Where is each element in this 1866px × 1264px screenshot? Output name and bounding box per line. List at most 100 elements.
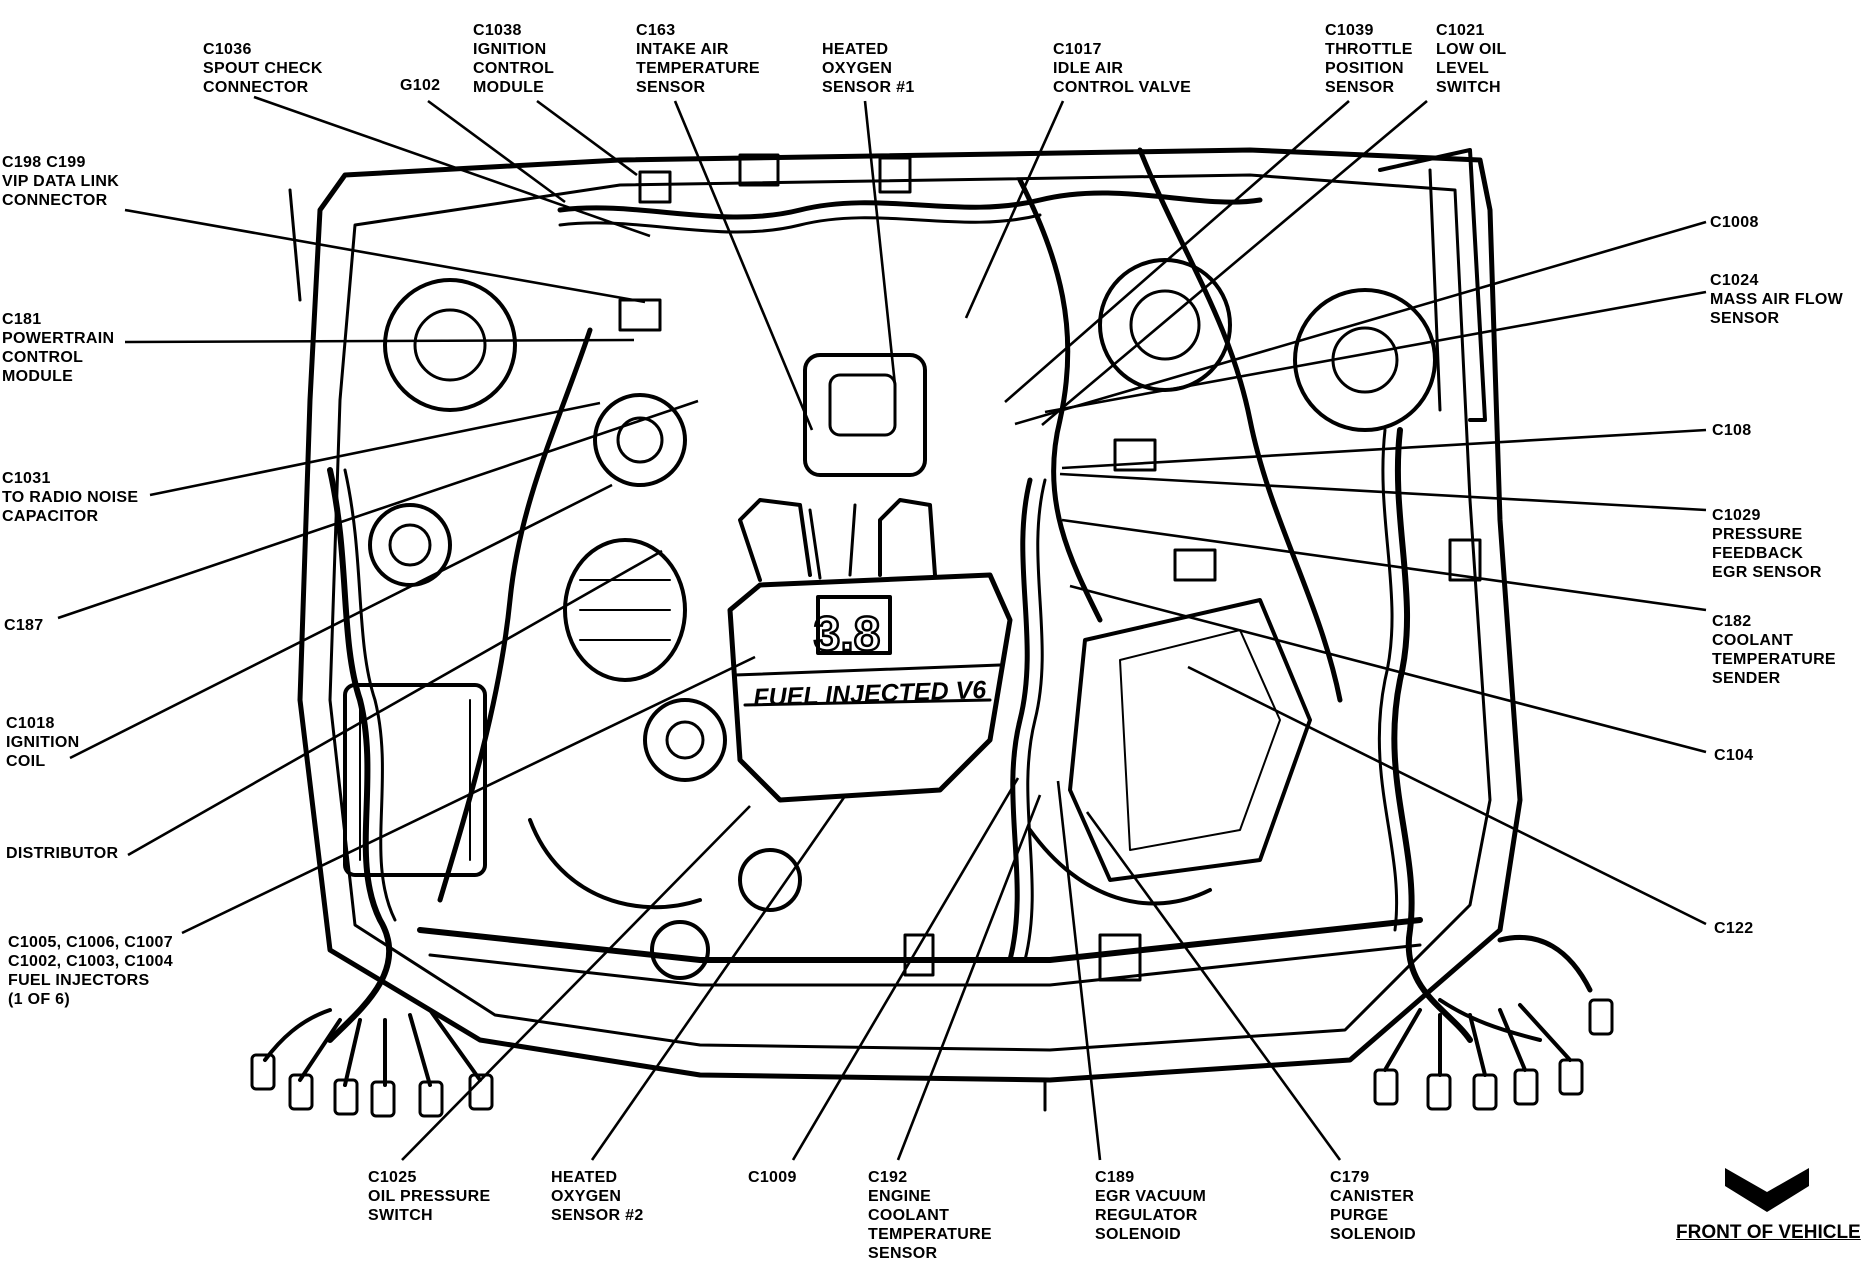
- label-line: C1002, C1003, C1004: [8, 953, 173, 970]
- label-line: DISTRIBUTOR: [6, 845, 119, 862]
- label-line: PRESSURE: [1712, 526, 1803, 543]
- label-line: LEVEL: [1436, 60, 1490, 77]
- label-line: OIL PRESSURE: [368, 1188, 491, 1205]
- label-line: SENSOR #2: [551, 1207, 644, 1224]
- label-line: C1039: [1325, 22, 1374, 39]
- label-c187: C187: [4, 616, 43, 635]
- label-line: FUEL INJECTORS: [8, 972, 150, 989]
- label-line: C1018: [6, 715, 55, 732]
- label-line: C1009: [748, 1169, 797, 1186]
- label-line: EGR VACUUM: [1095, 1188, 1207, 1205]
- label-line: IGNITION: [473, 41, 547, 58]
- label-line: C1031: [2, 470, 51, 487]
- label-line: SOLENOID: [1095, 1226, 1181, 1243]
- label-line: C1021: [1436, 22, 1485, 39]
- label-line: COOLANT: [1712, 632, 1794, 649]
- label-c1009: C1009: [748, 1168, 797, 1187]
- label-line: C1024: [1710, 272, 1759, 289]
- label-line: C1005, C1006, C1007: [8, 934, 173, 951]
- label-line: CANISTER: [1330, 1188, 1415, 1205]
- label-line: C108: [1712, 422, 1752, 439]
- label-line: IGNITION: [6, 734, 80, 751]
- label-line: C122: [1714, 920, 1754, 937]
- label-line: C1036: [203, 41, 252, 58]
- label-line: HEATED: [822, 41, 889, 58]
- label-line: TEMPERATURE: [1712, 651, 1836, 668]
- label-line: SPOUT CHECK: [203, 60, 323, 77]
- label-line: C192: [868, 1169, 908, 1186]
- label-line: G102: [400, 77, 441, 94]
- label-c122: C122: [1714, 919, 1753, 938]
- label-line: SENSOR: [868, 1245, 938, 1262]
- label-line: CONTROL VALVE: [1053, 79, 1192, 96]
- label-line: CONNECTOR: [203, 79, 309, 96]
- label-line: SOLENOID: [1330, 1226, 1416, 1243]
- label-line: SENSOR: [636, 79, 706, 96]
- label-line: VIP DATA LINK: [2, 173, 120, 190]
- label-line: TO RADIO NOISE: [2, 489, 139, 506]
- label-line: SENDER: [1712, 670, 1781, 687]
- label-line: C163: [636, 22, 676, 39]
- label-line: (1 OF 6): [8, 991, 70, 1008]
- label-line: C181: [2, 311, 42, 328]
- label-line: OXYGEN: [551, 1188, 622, 1205]
- label-line: C179: [1330, 1169, 1370, 1186]
- label-line: SENSOR #1: [822, 79, 915, 96]
- label-line: MODULE: [2, 368, 74, 385]
- label-distributor: DISTRIBUTOR: [6, 844, 118, 863]
- label-line: C182: [1712, 613, 1752, 630]
- label-c104: C104: [1714, 746, 1753, 765]
- label-line: LOW OIL: [1436, 41, 1507, 58]
- label-line: TEMPERATURE: [868, 1226, 992, 1243]
- engine-size-text: 3.8: [814, 608, 881, 661]
- label-line: C1038: [473, 22, 522, 39]
- label-ho2s1: HEATED OXYGEN SENSOR #1: [822, 40, 915, 97]
- label-line: OXYGEN: [822, 60, 893, 77]
- label-g102: G102: [400, 76, 440, 95]
- label-line: REGULATOR: [1095, 1207, 1198, 1224]
- front-arrow-icon: [1725, 1168, 1809, 1212]
- label-line: THROTTLE: [1325, 41, 1413, 58]
- label-line: C1008: [1710, 214, 1759, 231]
- label-line: SENSOR: [1710, 310, 1780, 327]
- label-line: PURGE: [1330, 1207, 1389, 1224]
- label-line: INTAKE AIR: [636, 41, 729, 58]
- label-line: TEMPERATURE: [636, 60, 760, 77]
- label-line: CONTROL: [2, 349, 84, 366]
- label-line: MASS AIR FLOW: [1710, 291, 1844, 308]
- front-of-vehicle-label: FRONT OF VEHICLE: [1676, 1222, 1861, 1243]
- label-line: POWERTRAIN: [2, 330, 115, 347]
- label-line: SWITCH: [368, 1207, 433, 1224]
- label-line: FEEDBACK: [1712, 545, 1804, 562]
- label-line: C189: [1095, 1169, 1135, 1186]
- label-line: C1025: [368, 1169, 417, 1186]
- manifold-text: FUEL INJECTED V6: [753, 676, 988, 712]
- label-line: C1017: [1053, 41, 1102, 58]
- label-line: EGR SENSOR: [1712, 564, 1822, 581]
- label-line: SWITCH: [1436, 79, 1501, 96]
- label-line: COOLANT: [868, 1207, 950, 1224]
- label-line: C198 C199: [2, 154, 86, 171]
- label-line: MODULE: [473, 79, 545, 96]
- label-c108: C108: [1712, 421, 1751, 440]
- label-line: COIL: [6, 753, 46, 770]
